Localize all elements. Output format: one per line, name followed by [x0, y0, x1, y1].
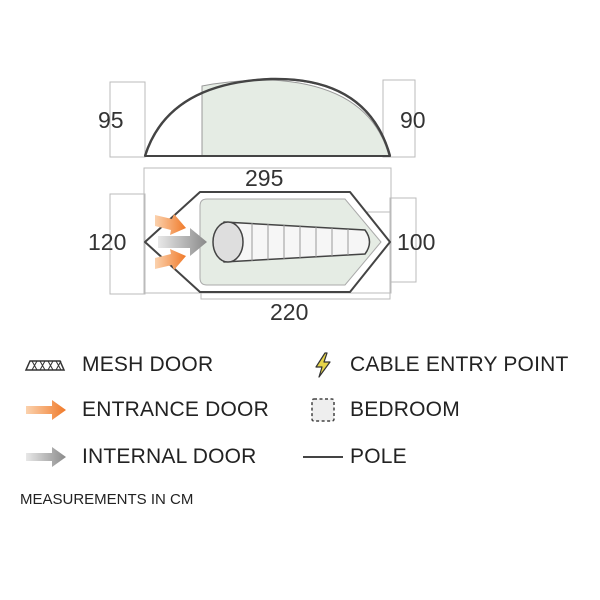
side-right-dim-box	[382, 79, 416, 158]
left-width-dim-box	[109, 193, 146, 295]
side-left-height-label: 95	[98, 107, 124, 133]
legend-mesh-door: MESH DOOR	[14, 350, 213, 380]
legend-mesh-door-label: MESH DOOR	[82, 353, 214, 376]
dashed-square-icon	[300, 395, 346, 425]
lightning-icon	[300, 350, 346, 380]
side-right-height-label: 90	[400, 107, 426, 133]
legend-bedroom-label: BEDROOM	[350, 398, 460, 421]
legend-entrance-door-label: ENTRANCE DOOR	[82, 398, 269, 421]
mesh-icon	[14, 350, 76, 380]
tent-diagram: 95 90 295 120 100 220	[88, 77, 435, 325]
pole-side	[143, 77, 392, 157]
total-length-label: 295	[245, 165, 283, 191]
entrance-arrow-upper	[155, 214, 186, 235]
side-left-dim-box	[109, 81, 146, 158]
inner-length-label: 220	[270, 299, 308, 325]
legend-entrance-door: ENTRANCE DOOR	[14, 395, 269, 425]
entrance-arrow-icon	[14, 395, 76, 425]
legend-bedroom: BEDROOM	[300, 395, 460, 425]
legend-pole-label: POLE	[350, 445, 407, 468]
legend-internal-door-label: INTERNAL DOOR	[82, 445, 257, 468]
legend-cable-entry: CABLE ENTRY POINT	[300, 350, 569, 380]
plan-left-width-label: 120	[88, 229, 126, 255]
legend-cable-entry-label: CABLE ENTRY POINT	[350, 353, 569, 376]
side-view: 95 90	[98, 77, 426, 158]
entrance-arrow-lower	[155, 249, 186, 270]
plan-right-width-label: 100	[397, 229, 435, 255]
sleeping-bag-hood	[212, 221, 244, 263]
legend-pole: POLE	[300, 442, 407, 472]
plan-view: 295 120 100 220	[88, 165, 435, 325]
internal-arrow-icon	[14, 442, 76, 472]
sleeping-bag	[212, 221, 371, 263]
internal-arrow-plan	[158, 228, 207, 256]
pole-line-icon	[300, 442, 346, 472]
legend-internal-door: INTERNAL DOOR	[14, 442, 257, 472]
measurements-note: MEASUREMENTS IN CM	[20, 491, 194, 508]
inner-tent-side	[201, 79, 390, 157]
